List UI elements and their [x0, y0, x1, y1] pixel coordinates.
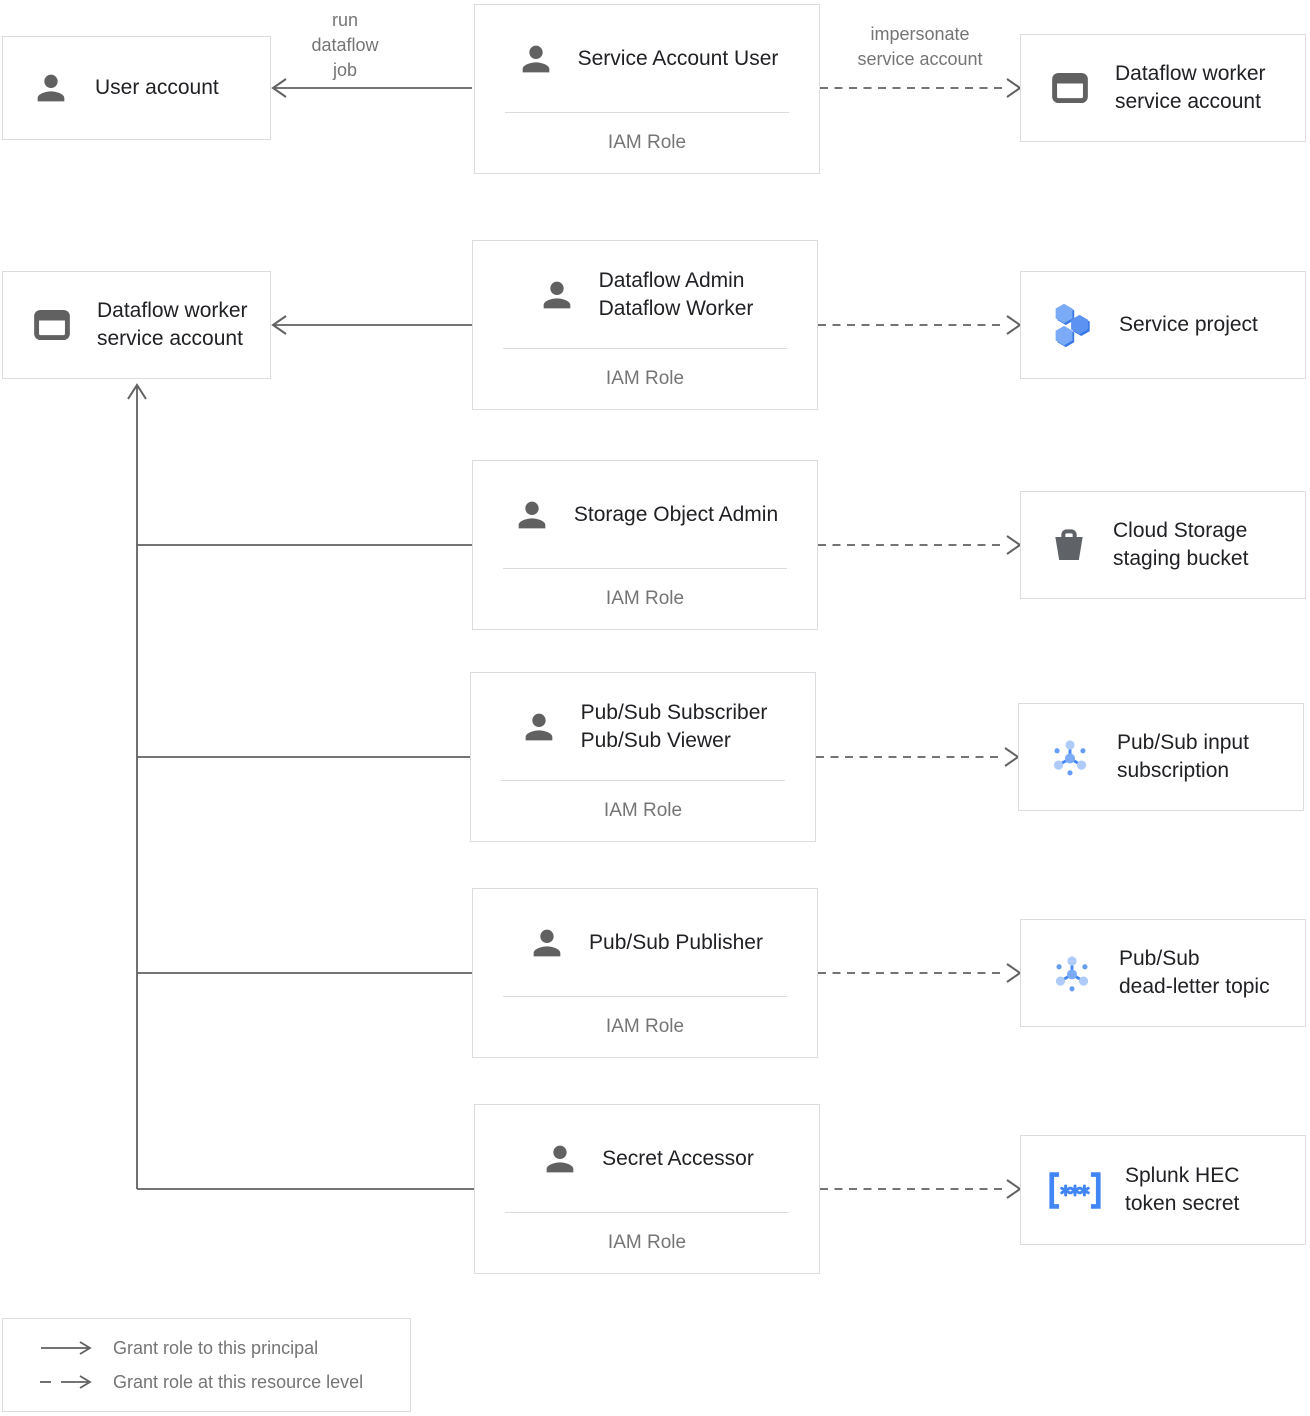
dataflow-admin-worker-role-node: Dataflow Admin Dataflow Worker IAM Role	[472, 240, 818, 410]
node-label: Cloud Storage staging bucket	[1113, 519, 1249, 570]
role-title: Dataflow Admin Dataflow Worker	[598, 268, 754, 320]
dataflow-worker-service-account-node-left: Dataflow worker service account	[2, 271, 271, 379]
solid-arrow-icon	[41, 1341, 92, 1355]
legend: Grant role to this principal Grant role …	[2, 1318, 411, 1412]
person-icon	[543, 281, 570, 308]
person-icon	[546, 1145, 574, 1172]
dashed-arrowhead-storage-bucket	[1006, 535, 1022, 555]
user-account-node: User account	[2, 36, 271, 140]
node-label: Service project	[1119, 313, 1258, 336]
edge-label-impersonate-service-account: impersonate service account	[857, 24, 983, 69]
pubsub-subscriber-viewer-role-node: Pub/Sub Subscriber Pub/Sub Viewer IAM Ro…	[470, 672, 816, 842]
role-subtitle: IAM Role	[607, 1232, 687, 1253]
divider	[505, 1212, 789, 1213]
role-title-row: Secret Accessor	[475, 1105, 819, 1212]
dashed-arrowhead-token-secret	[1006, 1179, 1022, 1199]
role-title: Service Account User	[577, 46, 779, 70]
grant-trunk-line	[127, 383, 474, 1190]
service-account-icon	[1052, 72, 1088, 104]
divider	[503, 996, 787, 997]
role-title-row: Dataflow Admin Dataflow Worker	[473, 241, 817, 348]
node-label: Splunk HEC token secret	[1125, 1164, 1240, 1215]
role-title-row: Pub/Sub Subscriber Pub/Sub Viewer	[471, 673, 815, 780]
service-account-user-role-node: Service Account User IAM Role	[474, 4, 820, 174]
storage-object-admin-role-node: Storage Object Admin IAM Role	[472, 460, 818, 630]
divider	[505, 112, 789, 113]
edge-label-run-dataflow-job: run dataflow job	[311, 10, 379, 80]
role-title: Secret Accessor	[602, 1146, 754, 1170]
cloud-storage-staging-bucket-node: Cloud Storage staging bucket	[1020, 491, 1306, 599]
role-subtitle: IAM Role	[607, 132, 687, 153]
role-title: Pub/Sub Publisher	[589, 930, 763, 954]
person-icon	[525, 713, 552, 740]
node-label: Pub/Sub input subscription	[1117, 731, 1249, 782]
node-label: User account	[95, 76, 219, 99]
role-subtitle: IAM Role	[605, 368, 685, 389]
node-label: Dataflow worker service account	[97, 299, 248, 350]
secret-icon	[1049, 1171, 1101, 1209]
service-account-icon	[34, 309, 70, 341]
role-title-row: Pub/Sub Publisher	[473, 889, 817, 996]
node-label: Pub/Sub dead-letter topic	[1119, 947, 1270, 998]
legend-dashed-label: Grant role at this resource level	[113, 1371, 364, 1392]
dashed-arrowhead-service-project	[1006, 315, 1022, 335]
person-icon	[522, 45, 549, 72]
secret-accessor-role-node: Secret Accessor IAM Role	[474, 1104, 820, 1274]
pubsub-icon	[1055, 956, 1089, 992]
dashed-arrowhead-input-subscription	[1004, 747, 1020, 767]
legend-row-dashed: Grant role at this resource level	[39, 1372, 410, 1393]
pubsub-icon	[1053, 740, 1087, 776]
role-subtitle: IAM Role	[603, 800, 683, 821]
project-icon	[1055, 303, 1090, 348]
role-title-row: Storage Object Admin	[473, 461, 817, 568]
person-icon	[518, 501, 546, 528]
role-title: Pub/Sub Subscriber Pub/Sub Viewer	[580, 700, 768, 752]
divider	[503, 348, 787, 349]
person-icon	[533, 929, 561, 956]
splunk-hec-token-secret-node: Splunk HEC token secret	[1020, 1135, 1306, 1245]
solid-arrow-dataflow-roles	[271, 315, 472, 335]
role-subtitle: IAM Role	[605, 1016, 685, 1037]
divider	[501, 780, 785, 781]
dashed-arrowhead-dead-letter-topic	[1006, 963, 1022, 983]
bucket-icon	[1055, 529, 1083, 560]
role-subtitle: IAM Role	[605, 588, 685, 609]
pubsub-input-subscription-node: Pub/Sub input subscription	[1018, 703, 1304, 811]
role-title-row: Service Account User	[475, 5, 819, 112]
service-project-node: Service project	[1020, 271, 1306, 379]
divider	[503, 568, 787, 569]
dashed-arrowhead-impersonate	[1006, 78, 1022, 98]
role-title: Storage Object Admin	[573, 502, 779, 526]
dataflow-worker-service-account-node-right: Dataflow worker service account	[1020, 34, 1306, 142]
legend-solid-label: Grant role to this principal	[113, 1337, 319, 1358]
legend-row-solid: Grant role to this principal	[39, 1338, 410, 1359]
dashed-arrow-icon	[40, 1375, 92, 1389]
pubsub-dead-letter-topic-node: Pub/Sub dead-letter topic	[1020, 919, 1306, 1027]
node-label: Dataflow worker service account	[1115, 62, 1266, 113]
pubsub-publisher-role-node: Pub/Sub Publisher IAM Role	[472, 888, 818, 1058]
person-icon	[37, 74, 65, 102]
